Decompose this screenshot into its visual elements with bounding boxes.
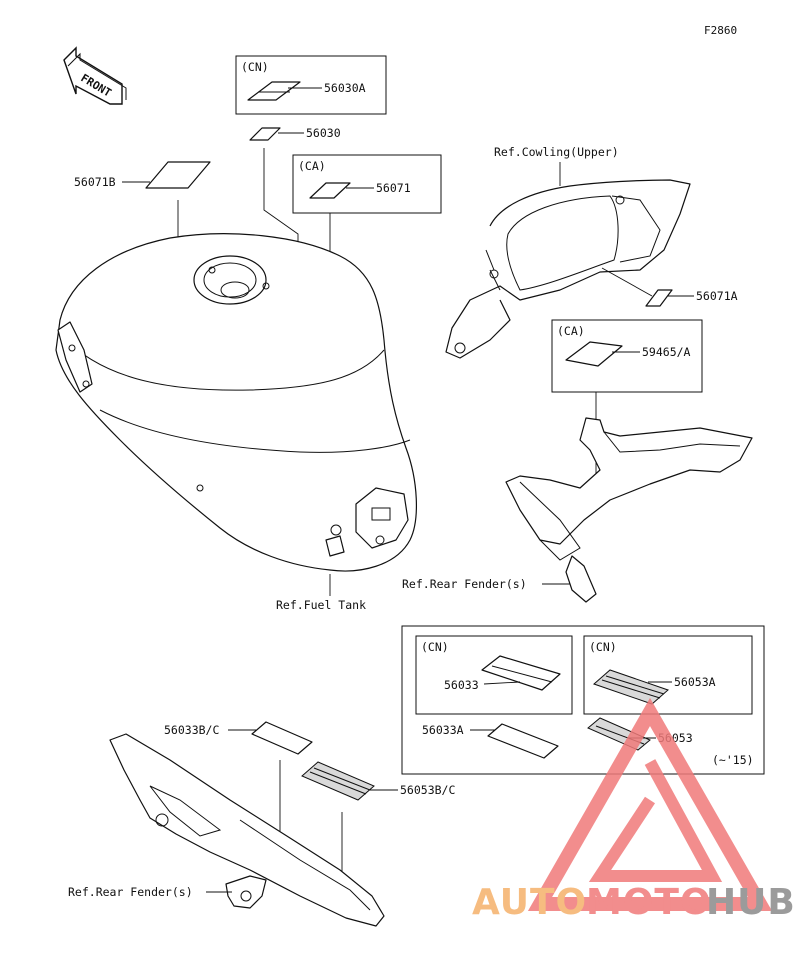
ca-right-label: (CA) <box>557 324 585 338</box>
cn-box-top <box>235 55 387 115</box>
sticker-56033A <box>487 723 559 759</box>
watermark-word-moto: MOTO <box>586 882 712 923</box>
automotohub-watermark: AUTO MOTO HUB <box>472 697 796 923</box>
part-56071: 56071 <box>376 181 411 195</box>
cn-right-label: (CN) <box>589 640 617 654</box>
fuel-tank <box>55 233 417 572</box>
rear-fender-top <box>505 417 753 603</box>
part-56033BC: 56033B/C <box>164 723 219 737</box>
sticker-56053A <box>593 669 669 705</box>
sticker-56071B <box>145 161 211 189</box>
front-arrow-icon: FRONT <box>63 46 127 105</box>
upper-cowling <box>445 179 691 359</box>
part-56071A: 56071A <box>696 289 738 303</box>
watermark-triangle-icon <box>527 697 773 911</box>
sticker-56030A <box>247 81 301 101</box>
part-56030A: 56030A <box>324 81 366 95</box>
part-56030: 56030 <box>306 126 341 140</box>
sticker-56030 <box>249 127 281 141</box>
part-56053A: 56053A <box>674 675 716 689</box>
cn-left-label: (CN) <box>421 640 449 654</box>
ref-rear-fender-bottom: Ref.Rear Fender(s) <box>68 885 193 899</box>
sticker-59465 <box>565 341 623 367</box>
ref-fuel-tank: Ref.Fuel Tank <box>276 598 366 612</box>
part-56053BC: 56053B/C <box>400 783 455 797</box>
sticker-56033BC <box>251 721 313 755</box>
watermark-word-hub: HUB <box>706 882 796 923</box>
watermark-word-auto: AUTO <box>472 882 587 923</box>
cn-box-left <box>415 635 573 715</box>
ca-box-top <box>292 154 442 214</box>
ca-box-right <box>551 319 703 393</box>
sticker-56033 <box>481 655 561 691</box>
ref-rear-fender-top: Ref.Rear Fender(s) <box>402 577 527 591</box>
part-56071B: 56071B <box>74 175 116 189</box>
part-56033: 56033 <box>444 678 479 692</box>
part-59465: 59465/A <box>642 345 691 359</box>
ref-cowling-upper: Ref.Cowling(Upper) <box>494 145 619 159</box>
part-56033A: 56033A <box>422 723 464 737</box>
sticker-56071A <box>645 289 673 307</box>
sticker-56071 <box>309 182 351 199</box>
ca-top-label: (CA) <box>298 159 326 173</box>
model-year-note: (~'15) <box>712 753 754 767</box>
cn-box-right <box>583 635 753 715</box>
bottom-right-box <box>401 625 765 775</box>
cn-top-label: (CN) <box>241 60 269 74</box>
rear-fender-bottom <box>109 733 385 927</box>
figure-code: F2860 <box>704 24 737 37</box>
sticker-56053BC <box>301 761 375 801</box>
